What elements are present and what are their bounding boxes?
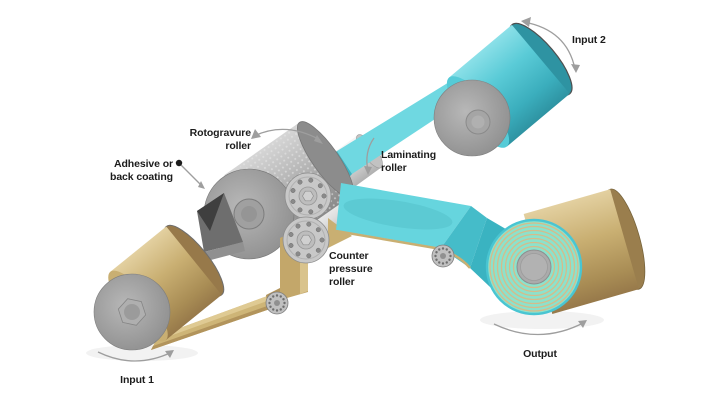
output-rotation-arrow — [493, 321, 586, 336]
counter-pressure-roller-flange — [282, 216, 330, 264]
label-rotogravure-line1: Rotogravure — [190, 127, 252, 139]
adhesive-pointer-dot — [175, 159, 183, 167]
adhesive-pointer-line — [179, 163, 203, 187]
arrowhead — [198, 181, 205, 189]
input1-roll — [93, 224, 225, 351]
label-input1: Input 1 — [120, 374, 154, 386]
idler-roller-2 — [431, 244, 455, 268]
laminating-roller-flange — [284, 172, 332, 220]
label-counter-line3: roller — [329, 276, 355, 288]
label-adhesive-line2: back coating — [110, 171, 173, 183]
web-output — [335, 183, 516, 306]
arrowhead — [571, 64, 580, 73]
label-counter-line2: pressure — [329, 263, 373, 275]
label-laminating-line2: roller — [381, 162, 407, 174]
arrowhead — [521, 17, 531, 27]
arrowhead — [165, 350, 174, 358]
arrowhead — [364, 166, 372, 175]
label-input2: Input 2 — [572, 34, 606, 46]
idler-roller-1 — [265, 291, 289, 315]
arrowhead — [251, 129, 261, 139]
input2-rotation-arrow — [523, 21, 576, 70]
rotogravure-rotation-arrow — [253, 128, 321, 141]
input2-roll — [433, 22, 573, 157]
web-input1 — [151, 218, 352, 350]
output-roll — [485, 188, 646, 316]
arrowhead — [578, 320, 587, 328]
arrowhead — [314, 135, 323, 144]
input1-rotation-arrow — [97, 351, 173, 362]
shadow-output — [480, 311, 604, 329]
label-counter-line1: Counter — [329, 250, 369, 262]
label-adhesive-line1: Adhesive or — [114, 158, 173, 170]
label-rotogravure-line2: roller — [225, 140, 251, 152]
output-roll-rings — [489, 222, 579, 312]
label-output: Output — [523, 348, 557, 360]
adhesive-tray — [197, 193, 245, 261]
label-laminating-line1: Laminating — [381, 149, 436, 161]
